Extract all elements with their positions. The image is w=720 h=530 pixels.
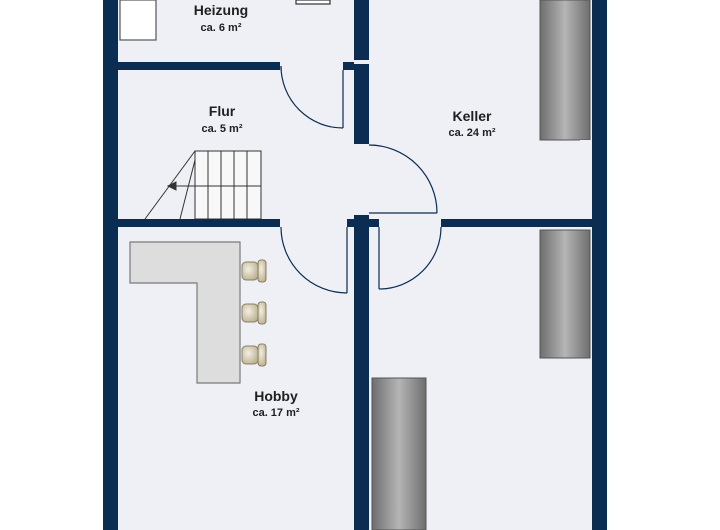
walls bbox=[103, 0, 607, 530]
bar-counter-icon bbox=[129, 241, 241, 384]
door-swing-icon bbox=[280, 226, 348, 294]
chair-icon bbox=[241, 343, 267, 367]
shelf-icon bbox=[371, 377, 427, 530]
door-swing-icon bbox=[378, 226, 442, 290]
room-name-flur: Flur bbox=[209, 103, 236, 119]
stairs-icon bbox=[144, 150, 262, 220]
tank-icon bbox=[295, 0, 331, 5]
room-name-heizung: Heizung bbox=[194, 2, 248, 18]
room-name-hobby: Hobby bbox=[254, 388, 298, 404]
shelf-icon bbox=[539, 229, 591, 359]
room-area-heizung: ca. 6 m² bbox=[201, 22, 242, 34]
boiler-icon bbox=[119, 0, 157, 41]
room-area-keller: ca. 24 m² bbox=[448, 127, 495, 139]
chair-icon bbox=[241, 301, 267, 325]
chair-icon bbox=[241, 259, 267, 283]
door-swing-icon bbox=[368, 144, 438, 214]
door-swing-icon bbox=[280, 65, 344, 129]
room-area-hobby: ca. 17 m² bbox=[252, 407, 299, 419]
shelf-icon bbox=[539, 0, 591, 141]
room-name-keller: Keller bbox=[453, 108, 492, 124]
room-area-flur: ca. 5 m² bbox=[202, 123, 243, 135]
